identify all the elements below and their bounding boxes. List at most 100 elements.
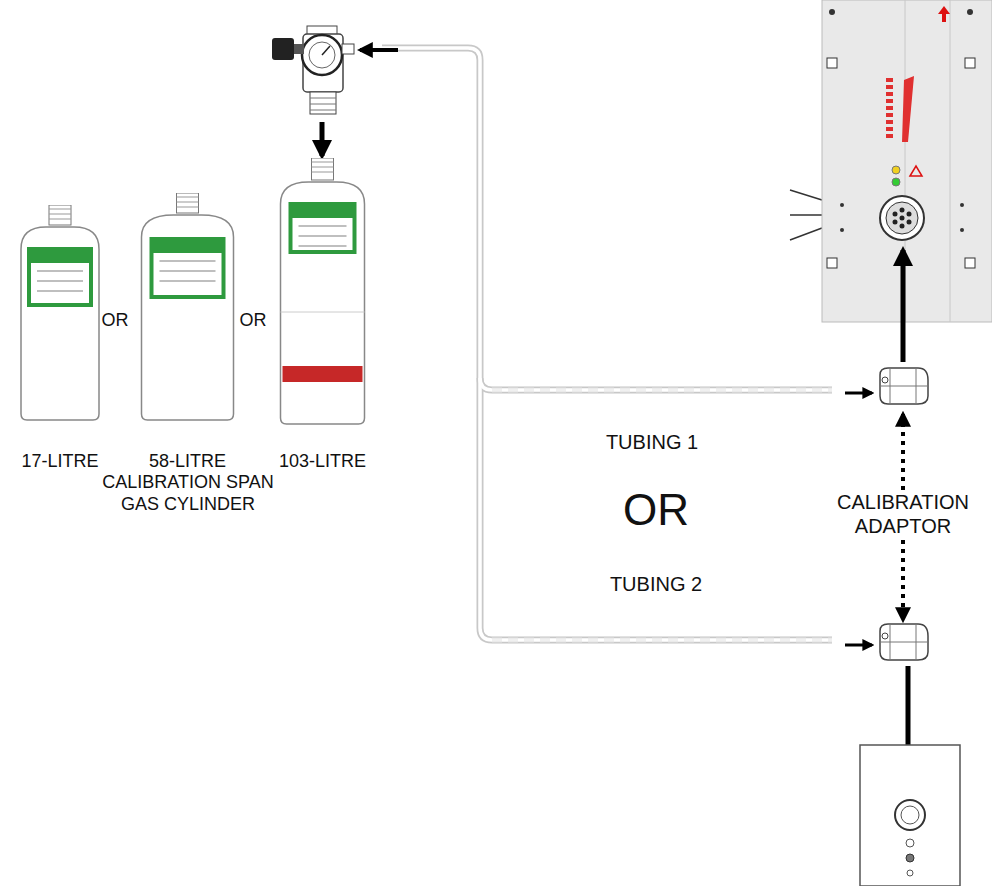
text-label: CALIBRATION ADAPTOR xyxy=(816,490,990,538)
cylinder-part xyxy=(49,214,71,215)
drawing-part xyxy=(907,870,913,876)
tubing xyxy=(382,48,832,640)
drawing-part xyxy=(886,78,893,138)
drawing-part xyxy=(382,48,832,390)
drawing-part xyxy=(880,624,928,660)
gas-detector xyxy=(790,0,992,322)
drawing-part xyxy=(900,224,905,229)
drawing-part xyxy=(790,190,822,240)
drawing-part xyxy=(892,178,900,186)
led xyxy=(886,106,893,110)
cylinder-part xyxy=(49,219,71,220)
drawing-part xyxy=(845,392,872,395)
drawing-part xyxy=(886,202,918,234)
drawing-part xyxy=(822,0,992,322)
cylinder-part xyxy=(177,202,199,203)
drawing-part xyxy=(893,220,898,225)
cylinder-part xyxy=(312,162,334,163)
cylinder-part xyxy=(150,237,226,299)
drawing-part xyxy=(382,48,832,390)
cylinder-part xyxy=(312,158,334,180)
drawing-part xyxy=(892,166,900,174)
drawing-part xyxy=(360,48,398,52)
drawing-part xyxy=(895,800,925,830)
drawing-part xyxy=(893,208,912,229)
drawing-part xyxy=(901,250,906,362)
cylinder-part xyxy=(177,197,199,198)
cylinder-part xyxy=(289,202,357,254)
cylinder-part xyxy=(154,253,222,295)
drawing-part xyxy=(480,378,832,640)
gas-cylinder: 103-LITRE xyxy=(270,158,375,472)
cylinder-part xyxy=(37,280,83,282)
cylinder-part xyxy=(160,260,216,262)
cylinder-part xyxy=(299,225,347,227)
drawing-part xyxy=(310,98,336,110)
drawing-part xyxy=(882,377,888,383)
cylinder-part xyxy=(293,218,353,250)
led xyxy=(886,127,893,131)
drawing-part xyxy=(829,9,835,15)
led xyxy=(886,85,893,89)
drawing-part xyxy=(910,166,922,176)
gas-cylinder: 17-LITRE xyxy=(10,205,110,472)
drawing-part xyxy=(310,92,336,114)
drawing-part xyxy=(950,0,951,322)
drawing-part xyxy=(960,228,964,232)
cylinder-part xyxy=(177,193,199,213)
drawing-part xyxy=(880,196,924,240)
drawing-part xyxy=(302,35,342,75)
drawing-part xyxy=(938,6,950,22)
cylinder-part xyxy=(312,167,334,168)
cylinder-part xyxy=(299,235,347,237)
cylinder-part xyxy=(283,366,363,382)
text-label: TUBING 2 xyxy=(596,572,716,596)
gas-cylinder: 58-LITRE xyxy=(135,193,240,472)
cylinder-part xyxy=(27,247,93,307)
drawing-part xyxy=(840,203,844,207)
cylinder-part xyxy=(21,227,99,420)
drawing-part xyxy=(960,203,964,207)
drawing-part xyxy=(342,44,354,54)
cylinder-outline xyxy=(270,158,375,428)
drawing-part xyxy=(965,258,975,268)
drawing-part xyxy=(320,122,325,156)
drawing-part xyxy=(967,9,973,15)
led xyxy=(886,92,893,96)
text-label: OR xyxy=(95,310,135,332)
drawing-part xyxy=(294,44,304,54)
drawing-part xyxy=(840,228,844,232)
cylinder-outline xyxy=(135,193,240,424)
drawing-part xyxy=(906,854,914,862)
led xyxy=(886,120,893,124)
cylinder-part xyxy=(281,312,365,313)
drawing-part xyxy=(901,806,919,824)
cylinder-part xyxy=(281,182,365,424)
drawing-part xyxy=(272,38,294,60)
drawing-part xyxy=(492,390,832,640)
drawing-part xyxy=(303,34,343,92)
cylinder-part xyxy=(160,280,216,282)
volume-label: 17-LITRE xyxy=(21,450,98,472)
cylinder-part xyxy=(177,207,199,208)
volume-label: 103-LITRE xyxy=(279,450,366,472)
drawing-part xyxy=(965,58,975,68)
volume-label: 58-LITRE xyxy=(149,450,226,472)
drawing-part xyxy=(322,46,330,55)
drawing-part xyxy=(902,76,914,142)
drawing-part xyxy=(880,368,928,404)
led xyxy=(886,113,893,117)
drawing-part xyxy=(906,839,914,847)
cylinder-part xyxy=(299,245,347,247)
sensor-housing xyxy=(860,745,960,886)
text-label: OR xyxy=(233,310,273,332)
cylinder-part xyxy=(37,290,83,292)
led xyxy=(886,78,893,82)
led xyxy=(886,134,893,138)
drawing-part xyxy=(880,368,928,404)
cylinder-part xyxy=(49,209,71,210)
drawing-part xyxy=(900,208,905,213)
drawing-part xyxy=(309,42,335,68)
